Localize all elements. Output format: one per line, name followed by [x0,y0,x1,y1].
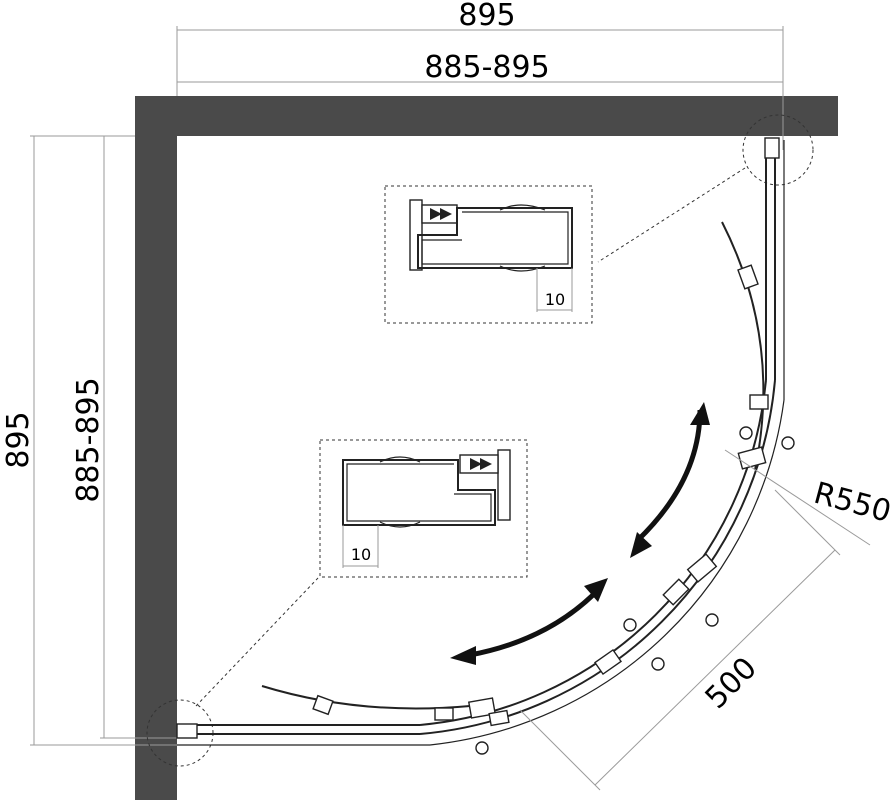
sliding-door-right [721,221,765,471]
door-width-label: 500 [699,651,764,716]
sliding-arrows [450,402,710,665]
radius-label: R550 [810,476,893,530]
sliding-door-left [261,685,471,710]
left-outer-dimension: 895 [1,411,36,468]
left-wall [135,96,177,800]
fixed-panels [176,137,785,746]
bottom-detail-gap-label: 10 [351,545,371,564]
top-profile-detail: 10 [384,185,593,324]
top-inner-dimension: 885-895 [424,50,549,85]
top-right-detail-circle [742,114,814,186]
top-wall [135,96,838,136]
top-detail-gap-label: 10 [545,290,565,309]
top-outer-dimension: 895 [458,0,515,33]
walls [135,96,838,800]
left-inner-dimension: 885-895 [71,377,106,502]
top-dimensions: 895 885-895 [176,0,784,150]
fittings [312,264,795,755]
bottom-profile-detail: 10 [319,439,528,578]
door-width-dimension: 500 [519,489,841,791]
left-dimensions: 895 885-895 [1,135,190,746]
curved-panels [261,221,785,746]
